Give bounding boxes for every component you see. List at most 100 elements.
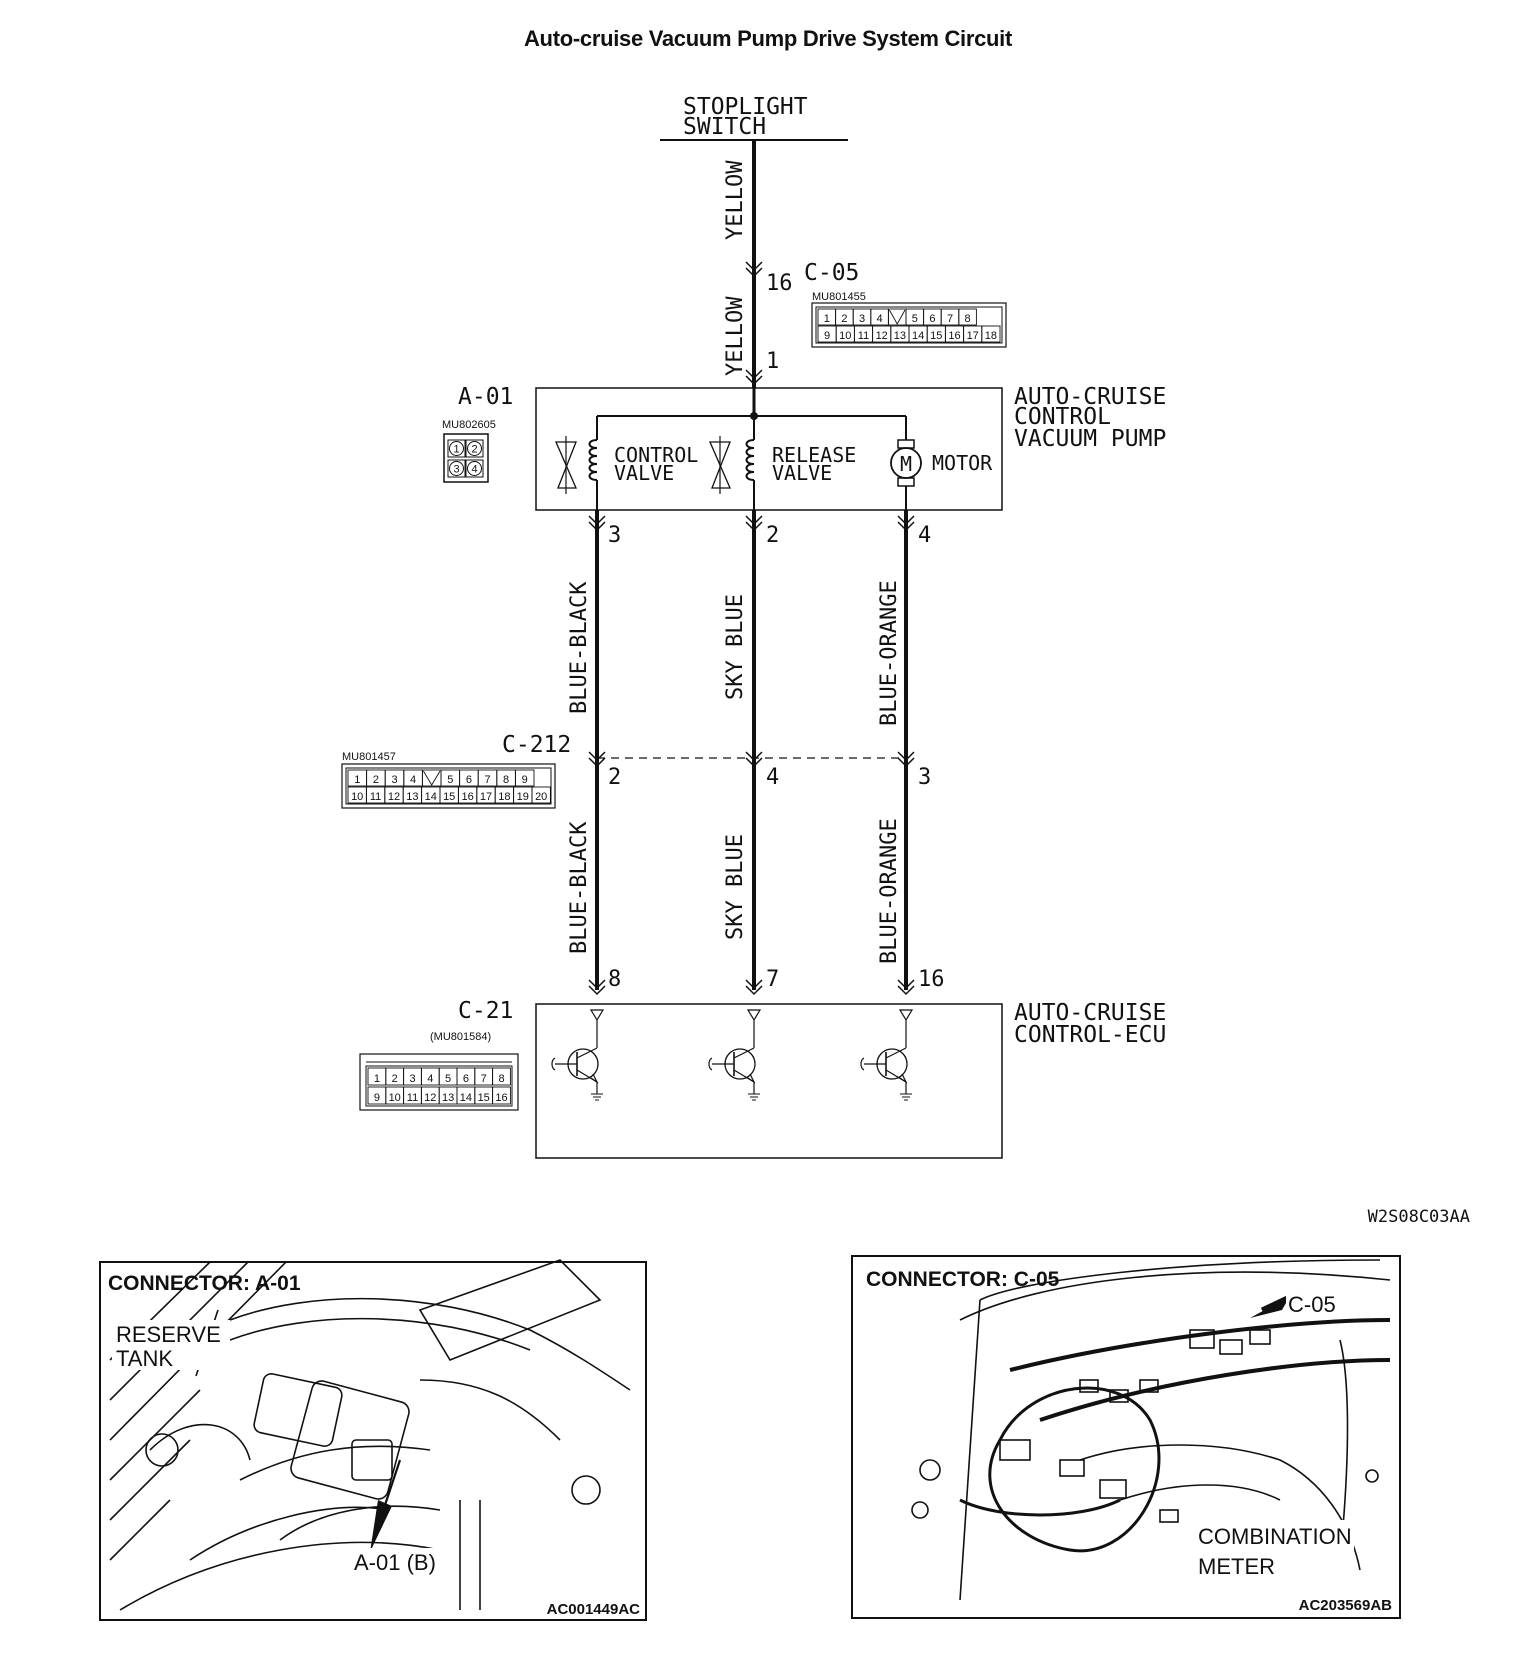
- photo-a01-label-tank-1: RESERVE: [116, 1322, 221, 1347]
- photo-c05-label-conn: C-05: [1288, 1292, 1336, 1317]
- connector-cell-number: 14: [460, 1092, 472, 1104]
- connector-cell-number: 4: [410, 774, 416, 786]
- wire-label-middle-upper: SKY BLUE: [723, 594, 748, 700]
- photo-c05-label-meter-2: METER: [1198, 1554, 1275, 1579]
- connector-cell-number: 16: [495, 1092, 507, 1104]
- ecu-label-2: CONTROL-ECU: [1014, 1022, 1166, 1048]
- connector-cell-number: 18: [985, 330, 997, 342]
- connector-cell-number: 1: [374, 1073, 380, 1085]
- connector-a01-name: A-01: [458, 384, 513, 410]
- pin-c212-3: 3: [918, 765, 931, 790]
- control-valve-label-2: VALVE: [614, 461, 674, 485]
- photo-panel-a01: CONNECTOR: A-01 RESERVE TANK A-01 (B) AC…: [99, 1259, 647, 1621]
- connector-cell: [887, 308, 907, 326]
- connector-cell-number: 14: [425, 791, 437, 803]
- connector-cell-number: 19: [517, 791, 529, 803]
- release-valve-label-2: VALVE: [772, 461, 832, 485]
- connector-cell-number: 5: [912, 313, 918, 325]
- pin-a01-4: 4: [918, 523, 931, 548]
- connector-key-mark: [889, 309, 906, 325]
- pin-a01-1: 1: [766, 349, 779, 374]
- pin-c212-2: 2: [608, 765, 621, 790]
- connector-cell: [514, 769, 535, 787]
- connector-cell-number: 15: [478, 1092, 490, 1104]
- pump-label-2: CONTROL: [1014, 404, 1111, 430]
- motor-symbol: M MOTOR: [890, 439, 993, 510]
- connector-cell-number: 7: [947, 313, 953, 325]
- ecu-label-1: AUTO-CRUISE: [1014, 1000, 1166, 1026]
- connector-cell-number: 10: [351, 791, 363, 803]
- connector-cell: [421, 769, 442, 787]
- wire-label-left-lower: BLUE-BLACK: [567, 821, 592, 954]
- photo-a01-label-conn: A-01 (B): [354, 1550, 436, 1575]
- connector-pin-ring: [449, 441, 464, 456]
- connector-cell-number: 2: [373, 774, 379, 786]
- connector-cell-number: 3: [453, 464, 459, 476]
- connector-cell-number: 4: [427, 1073, 433, 1085]
- connector-cell-number: 8: [965, 313, 971, 325]
- connector-cell-number: 5: [445, 1073, 451, 1085]
- connector-c05-part: MU801455: [812, 291, 866, 303]
- connector-pin-ring: [449, 461, 464, 476]
- connector-cell-number: 11: [370, 791, 381, 803]
- connector-cell-number: 12: [876, 330, 888, 342]
- connector-cell-number: 3: [409, 1073, 415, 1085]
- pin-c212-4: 4: [766, 765, 779, 790]
- connector-cell: [465, 459, 484, 478]
- connector-cell-number: 10: [839, 330, 851, 342]
- connector-cell-number: 4: [877, 313, 883, 325]
- ecu-transistor: [860, 1009, 914, 1101]
- ecu-transistor: [551, 1009, 605, 1101]
- pump-label-3: VACUUM PUMP: [1014, 426, 1166, 452]
- connector-cell-number: 5: [447, 774, 453, 786]
- connector-cell-number: 2: [841, 313, 847, 325]
- ecu-transistor: [708, 1009, 762, 1101]
- connector-cell: [492, 1067, 511, 1086]
- photo-a01-code: AC001449AC: [547, 1601, 641, 1618]
- connector-cell-number: 14: [912, 330, 924, 342]
- yellow-wire: YELLOW YELLOW 16 1: [723, 140, 793, 388]
- connector-cell-number: 4: [471, 464, 477, 476]
- wire-label-middle-lower: SKY BLUE: [723, 834, 748, 940]
- connector-cell-number: 2: [392, 1073, 398, 1085]
- connector-cell-number: 7: [481, 1073, 487, 1085]
- connector-a01-part: MU802605: [442, 419, 496, 431]
- pin-c21-7: 7: [766, 967, 779, 992]
- photo-c05-heading: CONNECTOR: C-05: [866, 1268, 1060, 1291]
- wire-label-right-lower: BLUE-ORANGE: [877, 818, 902, 964]
- connector-cell-number: 3: [859, 313, 865, 325]
- connector-cell: [958, 308, 977, 326]
- connector-cell: [447, 459, 466, 478]
- wire-middle: 2 SKY BLUE 4 SKY BLUE 7: [723, 510, 779, 996]
- connector-cell-number: 1: [354, 774, 360, 786]
- connector-cell-number: 11: [858, 330, 869, 342]
- connector-cell-number: 17: [480, 791, 492, 803]
- connector-cell-number: 9: [522, 774, 528, 786]
- connector-cell-number: 18: [498, 791, 510, 803]
- connector-cell-number: 16: [461, 791, 473, 803]
- photo-c05-label-meter-1: COMBINATION: [1198, 1524, 1352, 1549]
- connector-pin-ring: [467, 461, 482, 476]
- connector-cell-number: 20: [535, 791, 547, 803]
- control-valve-coil: CONTROL VALVE: [555, 436, 698, 510]
- wire-label-yellow-upper: YELLOW: [723, 160, 748, 240]
- connector-pin-ring: [467, 441, 482, 456]
- vacuum-pump-box: AUTO-CRUISE CONTROL VACUUM PUMP CONTROL …: [535, 384, 1166, 511]
- connector-cell-number: 6: [929, 313, 935, 325]
- control-valve-label-1: CONTROL: [614, 443, 698, 467]
- connector-cell-number: 16: [948, 330, 960, 342]
- connector-cell-number: 3: [391, 774, 397, 786]
- connector-cell-number: 10: [389, 1092, 401, 1104]
- connector-cell: [465, 439, 484, 458]
- pin-a01-2: 2: [766, 523, 779, 548]
- pin-c21-16: 16: [918, 967, 945, 992]
- connector-cell-number: 12: [388, 791, 400, 803]
- connector-cell: [447, 439, 466, 458]
- connector-cell-number: 8: [498, 1073, 504, 1085]
- connector-cell: [981, 325, 1001, 343]
- page-title: Auto-cruise Vacuum Pump Drive System Cir…: [523, 26, 1013, 51]
